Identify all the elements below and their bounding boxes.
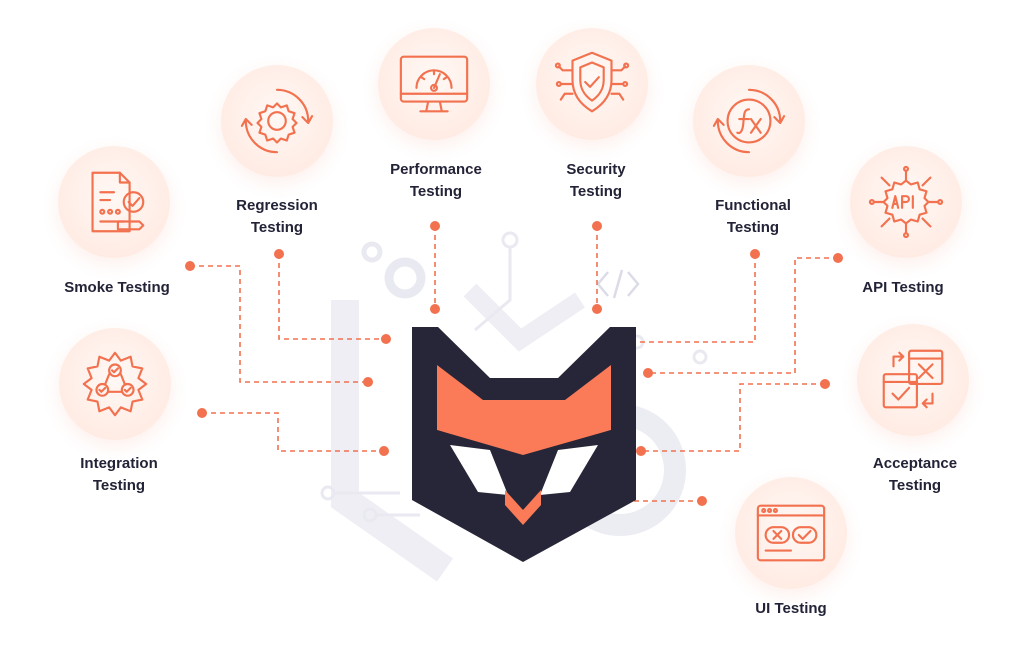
connector-dot-integration-start xyxy=(197,408,207,418)
circle-acceptance xyxy=(857,324,969,436)
fox-cheek-right xyxy=(540,445,598,495)
connector-dot-regression-start xyxy=(274,249,284,259)
connector-dot-acceptance-end xyxy=(636,446,646,456)
connector-dot-smoke-start xyxy=(185,261,195,271)
decor-node xyxy=(692,349,708,365)
connector-dot-integration-end xyxy=(379,446,389,456)
decor-shape xyxy=(463,283,585,352)
speedometer-monitor-icon xyxy=(399,55,469,113)
circle-security xyxy=(536,28,648,140)
decor-line xyxy=(474,247,512,332)
connector-regression xyxy=(278,254,386,340)
label-ui: UI Testing xyxy=(755,600,827,617)
label-performance: Performance Testing xyxy=(390,161,482,200)
connector-dot-security-end xyxy=(592,304,602,314)
connector-dots xyxy=(185,221,843,506)
api-network-icon xyxy=(868,165,944,239)
decor-gear xyxy=(384,257,426,299)
label-smoke: Smoke Testing xyxy=(64,279,170,296)
decor-line xyxy=(334,491,420,517)
circle-regression xyxy=(221,65,333,177)
fox-face xyxy=(437,365,611,455)
gear-cycle-icon xyxy=(240,88,314,154)
connector-functional xyxy=(621,254,756,343)
fox-nose xyxy=(505,490,541,525)
label-integration: Integration Testing xyxy=(80,455,158,494)
label-api: API Testing xyxy=(862,279,944,296)
connector-dot-api-end xyxy=(643,368,653,378)
label-functional: Functional Testing xyxy=(715,197,791,236)
label-acceptance: Acceptance Testing xyxy=(872,455,958,494)
circle-api xyxy=(850,146,962,258)
connector-dot-api-start xyxy=(833,253,843,263)
connector-smoke xyxy=(190,265,368,383)
shield-check-icon xyxy=(554,51,630,113)
connector-api xyxy=(648,257,838,374)
ui-window-icon xyxy=(756,504,826,562)
gear-network-icon xyxy=(82,351,148,417)
decor-shape xyxy=(331,300,454,582)
circle-smoke xyxy=(58,146,170,258)
fx-cycle-icon xyxy=(712,88,786,154)
connector-dot-performance-start xyxy=(430,221,440,231)
fox-cheek-left xyxy=(450,445,508,495)
fox-logo-icon xyxy=(412,327,636,562)
circle-integration xyxy=(59,328,171,440)
accept-reject-windows-icon xyxy=(882,349,944,409)
connector-dot-performance-end xyxy=(430,304,440,314)
circle-performance xyxy=(378,28,490,140)
circle-functional xyxy=(693,65,805,177)
checklist-icon xyxy=(91,171,145,233)
connector-dot-acceptance-start xyxy=(820,379,830,389)
label-security: Security Testing xyxy=(566,161,626,200)
connector-dot-ui-start xyxy=(697,496,707,506)
connector-dot-regression-end xyxy=(381,334,391,344)
connector-dot-security-start xyxy=(592,221,602,231)
label-regression: Regression Testing xyxy=(236,197,318,236)
connector-acceptance xyxy=(641,383,825,452)
decor-gear xyxy=(361,241,383,263)
connector-dot-functional-start xyxy=(750,249,760,259)
connector-dot-smoke-end xyxy=(363,377,373,387)
circle-ui xyxy=(735,477,847,589)
decor-node xyxy=(501,231,519,249)
code-icon xyxy=(596,269,640,299)
connector-integration xyxy=(202,412,384,452)
